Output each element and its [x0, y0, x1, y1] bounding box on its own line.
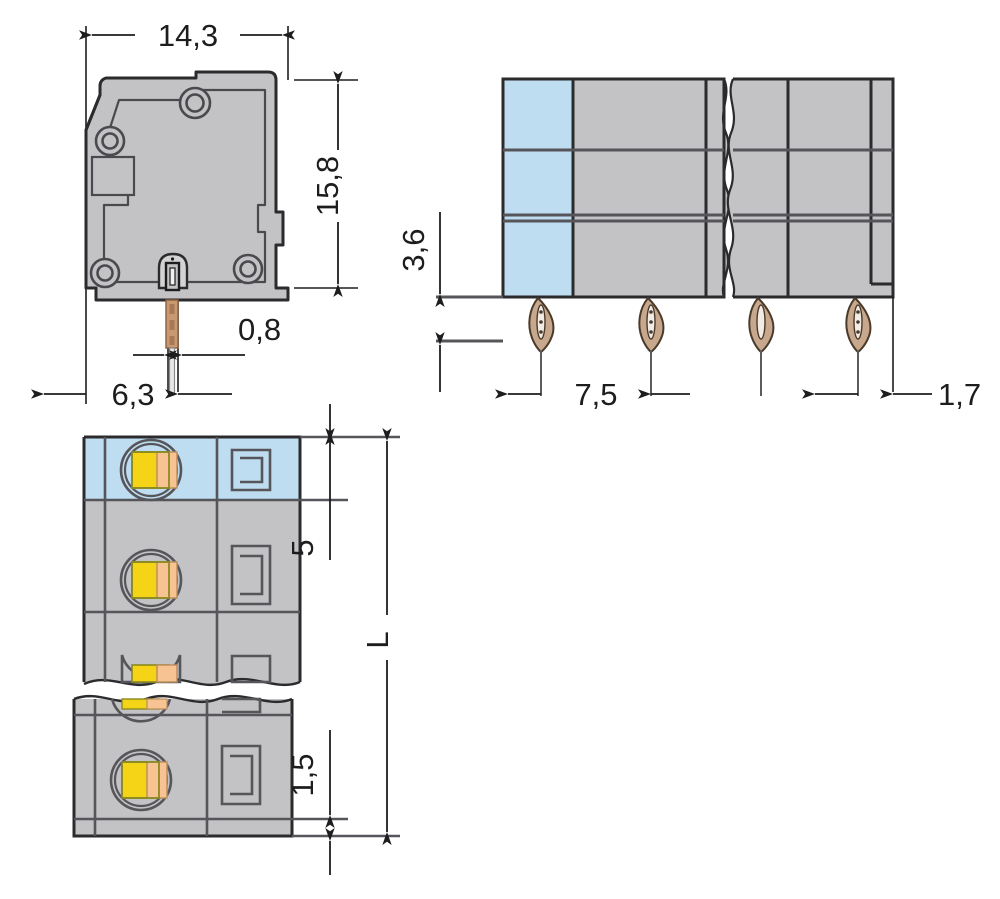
body-front-left-outline [501, 77, 726, 299]
solder-pins-left [528, 296, 665, 396]
dim-1-5: 1,5 [285, 730, 335, 828]
dim-label-6-3: 6,3 [111, 377, 154, 412]
dim-label-7-5: 7,5 [574, 377, 617, 412]
clamp-openings-lower [109, 698, 173, 812]
dim-label-3-6: 3,6 [396, 228, 431, 271]
break-line-right [726, 78, 736, 298]
dim-14-3: 14,3 [79, 18, 295, 53]
body-front-right-outline [733, 77, 895, 299]
body-row-last [74, 699, 292, 836]
top-upper-divs [84, 437, 300, 682]
lever-slots-lower [220, 697, 262, 806]
body-top-lower-outline [72, 699, 294, 838]
break-fill-top-upper [84, 679, 300, 685]
clamp-opening-clipped [120, 654, 182, 684]
pole-dividers-left [571, 79, 708, 297]
connector-body-side [84, 70, 290, 395]
dim-label-0-8: 0,8 [238, 312, 281, 347]
dim-label-1-5: 1,5 [285, 753, 320, 796]
tier-lines-right [733, 148, 893, 223]
clamp-opening [119, 438, 183, 502]
pole-dividers-right [786, 79, 873, 297]
dim-label-L: L [360, 631, 395, 648]
dim-1-7: 1,7 [802, 297, 981, 412]
body-row-2 [84, 500, 300, 612]
dim-L: L [360, 428, 395, 845]
body-front-right [733, 79, 893, 297]
solder-pin-side [165, 299, 179, 395]
dim-label-5: 5 [285, 539, 320, 556]
clamp-openings-upper [119, 438, 183, 684]
dim-label-14-3: 14,3 [158, 18, 218, 53]
body-row-3 [84, 612, 300, 684]
dim-0-8: 0,8 [133, 312, 281, 360]
solder-pin [638, 296, 665, 396]
solder-pin [748, 296, 775, 396]
solder-pin [528, 296, 555, 396]
clamp-opening [119, 548, 183, 612]
tier-lines-left [503, 148, 724, 223]
solder-pins-right [748, 296, 872, 396]
body-front-left [573, 79, 706, 297]
clamp-opening [109, 748, 173, 812]
body-pocket [90, 155, 136, 197]
view-side-section: 14,3 15,8 [31, 18, 358, 412]
dim-7-5: 7,5 [495, 377, 690, 412]
highlight-pole [503, 79, 573, 297]
view-top: 5 1,5 L [72, 404, 400, 875]
clamp-opening-clipped [110, 698, 172, 723]
lever-slots-upper [230, 448, 272, 684]
solder-pin [845, 296, 872, 396]
view-front-multipole-right: 1,7 [726, 77, 981, 412]
dim-15-8: 15,8 [294, 71, 358, 297]
view-front-multipole-left: 3,6 7,5 [396, 77, 731, 412]
dim-6-3: 6,3 [31, 377, 232, 412]
top-lower-divs [74, 699, 292, 836]
pin-seat-slot-inner [169, 267, 176, 286]
body-outline [84, 70, 290, 302]
dim-label-15-8: 15,8 [310, 156, 345, 216]
body-front-left-strip [706, 79, 724, 297]
dim-5: 5 [285, 428, 335, 560]
dim-3-6: 3,6 [396, 212, 503, 392]
body-front-right-strip [871, 79, 893, 297]
body-bosses [89, 86, 264, 289]
dim-label-1-7: 1,7 [938, 377, 981, 412]
